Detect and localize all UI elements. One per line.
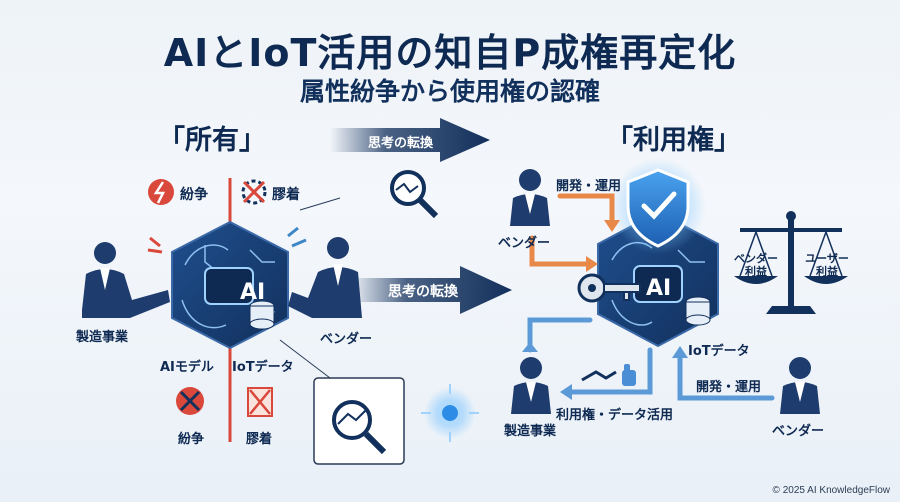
- shift-arrow-mid: [350, 266, 512, 314]
- vendor-person-bottom: [780, 357, 820, 414]
- deadlock-label-top: 膠着: [272, 187, 300, 203]
- shift-label-top: 思考の転換: [368, 136, 434, 151]
- dev-ops-arrow-top: [557, 193, 615, 225]
- ai-badge-right: AI: [646, 276, 672, 301]
- dispute-label-top: 紛争: [180, 187, 208, 203]
- deadlock-icon: [241, 179, 267, 205]
- vendor-label-left: ベンダー: [320, 332, 373, 347]
- shift-arrow-top: [330, 118, 490, 162]
- ai-hexagon-left: [171, 220, 289, 350]
- iot-data-label-right: IoTデータ: [688, 344, 750, 359]
- ownership-heading: 「所有」: [158, 125, 266, 156]
- ai-badge-left: AI: [240, 280, 266, 305]
- database-icon-right: [685, 296, 711, 326]
- shield-check-icon: [610, 158, 706, 254]
- thumbs-up-icon: [622, 364, 636, 386]
- deadlock-doc-icon: [247, 387, 273, 417]
- deadlock-label-bottom: 膠着: [246, 432, 273, 447]
- dev-ops-label-bottom: 開発・運用: [696, 380, 762, 395]
- vendor-benefit-label: ベンダー利益: [734, 252, 778, 278]
- vendor-label-bottom: ベンダー: [772, 424, 825, 439]
- dev-ops-arrow-bottom: [677, 353, 775, 401]
- usage-right-heading: 「利用権」: [606, 125, 741, 156]
- manufacturer-person-left: [82, 242, 170, 318]
- dev-ops-label-top: 開発・運用: [556, 179, 622, 194]
- page-subtitle: 属性紛争から使用権の認確: [299, 77, 600, 106]
- usage-arrow: [569, 347, 653, 395]
- vendor-to-key-arrow: [529, 235, 591, 267]
- dispute-cross-icon: [176, 387, 204, 415]
- key-icon: [577, 273, 641, 303]
- magnifier-callout-bottom: [279, 339, 405, 465]
- vendor-label-top: ベンダー: [498, 236, 551, 251]
- balance-scale-icon: [734, 211, 848, 314]
- dispute-icon: [148, 179, 174, 205]
- page-title: AIとIoT活用の知自P成権再定化: [163, 31, 737, 75]
- handshake-icon: [581, 370, 617, 382]
- vendor-person-left: [288, 237, 362, 318]
- shift-label-mid: 思考の転換: [388, 284, 458, 300]
- user-benefit-label: ユーザー利益: [805, 252, 849, 278]
- manufacturer-person-right: [511, 357, 551, 414]
- dispute-label-bottom: 紛争: [178, 432, 205, 447]
- manufacturer-up-arrow: [527, 317, 593, 353]
- ai-model-label: AIモデル: [160, 360, 214, 375]
- iot-data-label-left: IoTデータ: [232, 360, 294, 375]
- database-icon: [249, 300, 275, 330]
- ai-hexagon-right: [597, 210, 719, 348]
- magnifier-icon-top: [299, 170, 439, 219]
- usage-data-label: 利用権・データ活用: [556, 408, 674, 423]
- manufacturer-label-right: 製造事業: [504, 424, 557, 439]
- copyright: © 2025 AI KnowledgeFlow: [772, 485, 890, 496]
- manufacturer-label-left: 製造事業: [76, 330, 129, 345]
- spark-icon: [421, 384, 479, 442]
- vendor-person-top: [510, 169, 550, 226]
